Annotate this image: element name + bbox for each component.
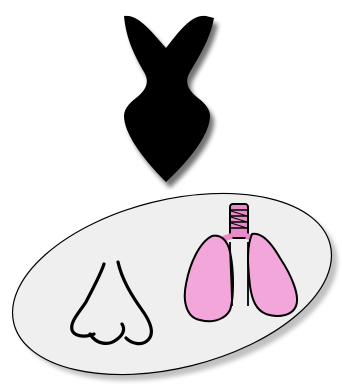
down-arrow-icon	[124, 16, 214, 182]
organs-ellipse	[0, 163, 342, 392]
